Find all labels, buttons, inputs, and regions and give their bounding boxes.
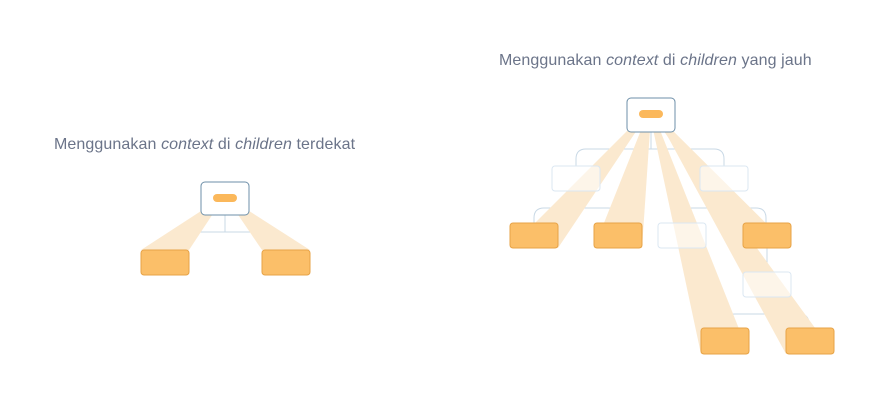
context-beam [594, 115, 651, 248]
caption-text: terdekat [291, 136, 356, 153]
inactive-node [657, 222, 707, 249]
consumer-child-node [700, 327, 750, 355]
inactive-node [699, 165, 749, 192]
inactive-node [742, 271, 792, 298]
consumer-child-node [261, 249, 311, 276]
consumer-child-node [593, 222, 643, 249]
consumer-child-node [140, 249, 190, 276]
consumer-child-node [785, 327, 835, 355]
inactive-node [551, 165, 601, 192]
caption-term-context: context [161, 136, 214, 153]
caption-text: Menggunakan [499, 52, 607, 69]
caption-text: Menggunakan [54, 136, 162, 153]
caption-text: di [213, 136, 236, 153]
caption-nearest-children: Menggunakan context di children terdekat [54, 136, 355, 154]
caption-term-context: context [606, 52, 659, 69]
tree-nearest [140, 181, 311, 276]
caption-term-children: children [680, 52, 737, 69]
tree-far [509, 97, 835, 355]
caption-term-children: children [235, 136, 292, 153]
caption-text: yang jauh [736, 52, 812, 69]
context-value-pill [213, 194, 237, 202]
caption-text: di [658, 52, 681, 69]
consumer-child-node [742, 222, 792, 249]
context-value-pill [639, 110, 663, 118]
caption-far-children: Menggunakan context di children yang jau… [499, 52, 812, 70]
consumer-child-node [509, 222, 559, 249]
